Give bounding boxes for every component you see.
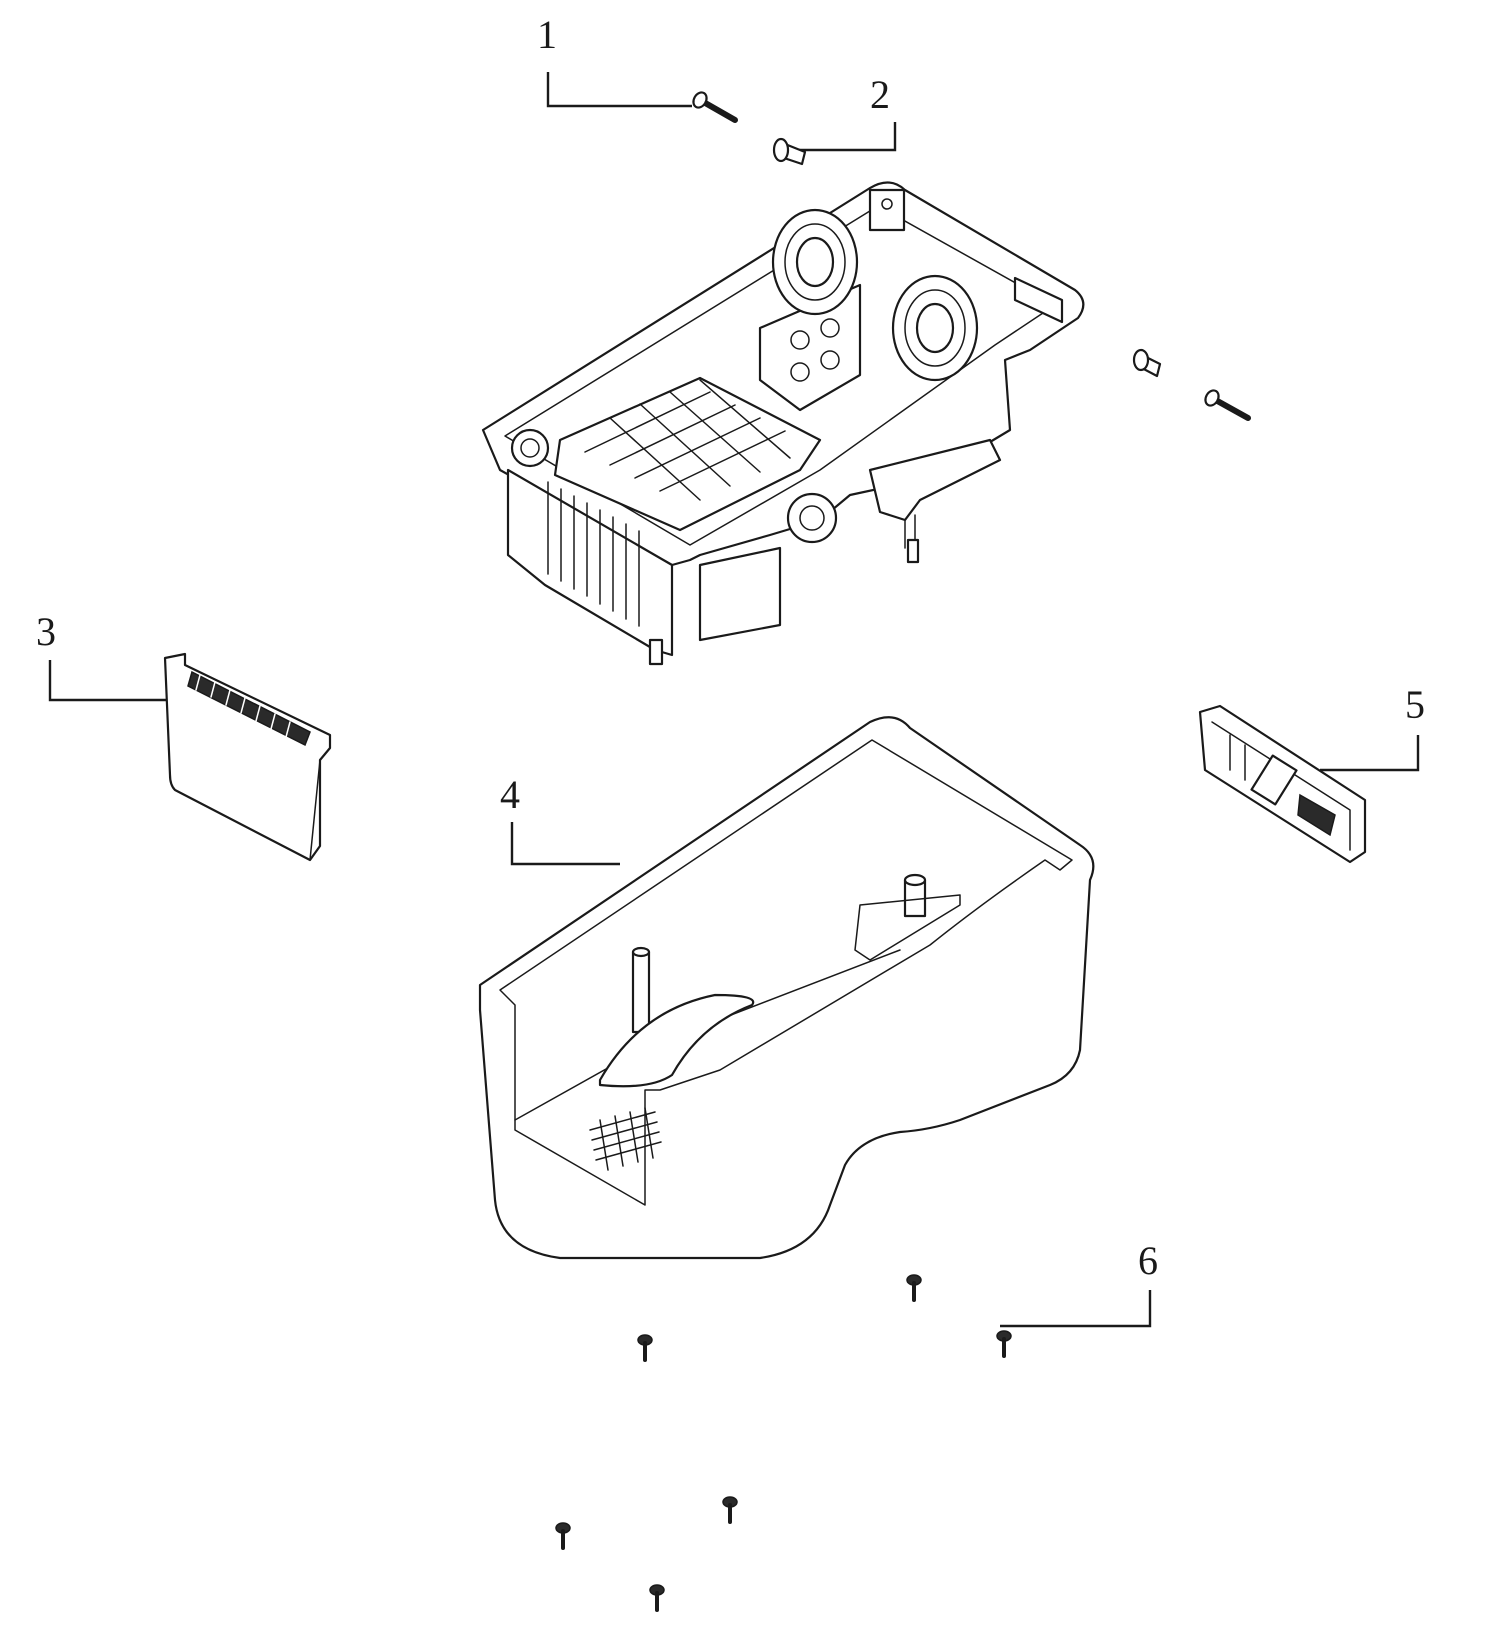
part-4-bottom-base bbox=[478, 716, 1095, 1260]
callout-1: 1 bbox=[537, 12, 557, 57]
leader-line-1 bbox=[546, 72, 692, 108]
part-1-screw bbox=[692, 91, 738, 123]
screw-e bbox=[555, 1522, 571, 1550]
comb-teeth bbox=[195, 674, 291, 738]
screw-b bbox=[996, 1330, 1012, 1358]
part-5-connector bbox=[1198, 704, 1367, 864]
ribbon-spool-left bbox=[771, 208, 859, 316]
heatsink-fins bbox=[547, 481, 640, 627]
leader-line-6 bbox=[1000, 1290, 1152, 1328]
callout-4: 4 bbox=[500, 772, 520, 817]
callout-6: 6 bbox=[1138, 1238, 1158, 1283]
platen-grid bbox=[584, 379, 791, 501]
callout-5: 5 bbox=[1405, 682, 1425, 727]
screw-d bbox=[722, 1496, 738, 1524]
upper-frame-assembly bbox=[481, 181, 1085, 666]
part-1-screw-right bbox=[1204, 389, 1251, 421]
part-6-screws bbox=[555, 1274, 1012, 1612]
screw-c bbox=[637, 1334, 653, 1362]
leader-line-3 bbox=[48, 660, 168, 702]
screw-f bbox=[649, 1584, 665, 1612]
ribbon-spool-right bbox=[891, 274, 979, 382]
leader-line-2 bbox=[790, 122, 897, 152]
leader-line-5 bbox=[1320, 735, 1420, 772]
screw-a bbox=[906, 1274, 922, 1302]
vent-grid bbox=[589, 1107, 662, 1171]
callout-2: 2 bbox=[870, 72, 890, 117]
part-3-side-cover bbox=[163, 652, 332, 862]
part-2-rivet-right bbox=[1132, 348, 1162, 378]
leader-line-4 bbox=[510, 822, 620, 866]
callout-3: 3 bbox=[36, 609, 56, 654]
part-2-rivet bbox=[772, 137, 807, 166]
